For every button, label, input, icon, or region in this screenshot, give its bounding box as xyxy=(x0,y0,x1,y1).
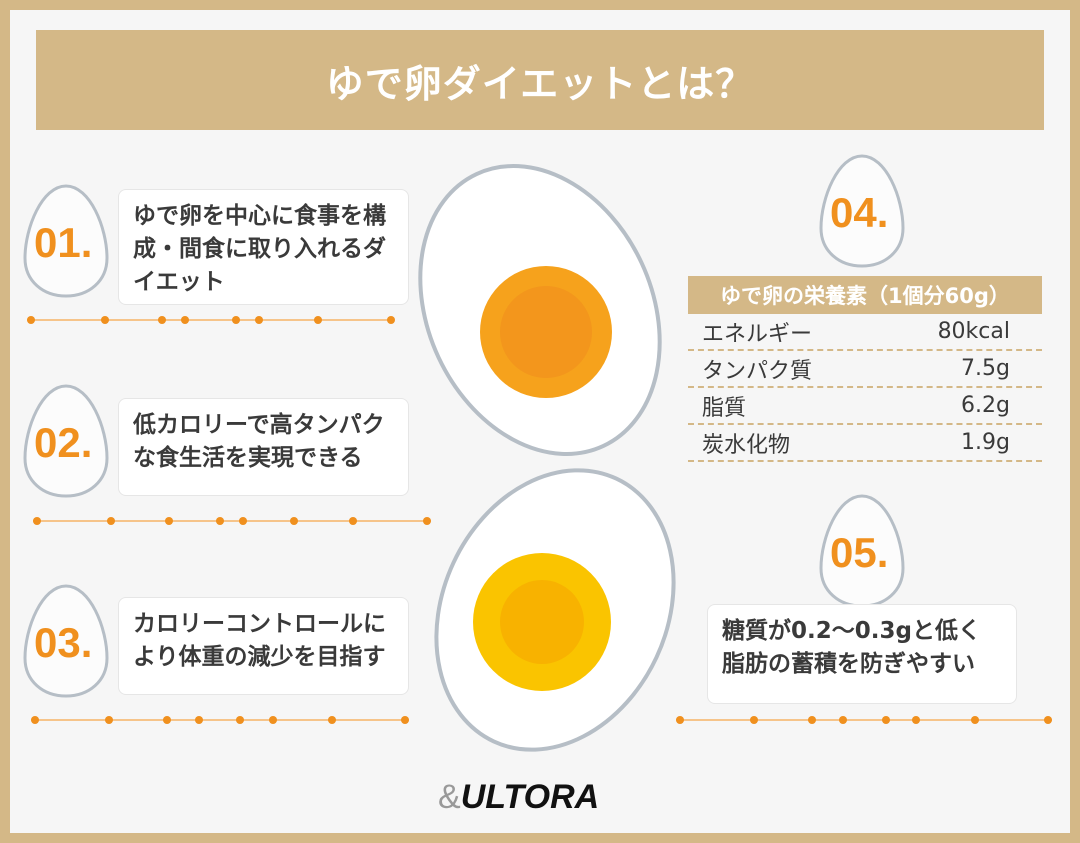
nutrition-table: ゆで卵の栄養素（1個分60g） エネルギー 80kcal タンパク質 7.5g 脂質… xyxy=(688,276,1042,462)
logo-text: ULTORA xyxy=(460,778,600,816)
nutrient-value: 80kcal xyxy=(937,319,1010,344)
nutrition-row: エネルギー 80kcal xyxy=(688,314,1042,351)
point-card: 低カロリーで高タンパクな食生活を実現できる xyxy=(118,398,409,496)
point-card: 糖質が0.2〜0.3gと低く脂肪の蓄積を防ぎやすい xyxy=(707,604,1017,704)
ultora-logo: &ULTORA xyxy=(438,778,599,817)
point-number: 05. xyxy=(830,529,889,576)
nutrient-value: 7.5g xyxy=(961,356,1010,381)
nutrient-value: 1.9g xyxy=(961,430,1010,455)
nutrition-row: タンパク質 7.5g xyxy=(688,351,1042,388)
dotted-divider xyxy=(33,516,431,526)
nutrition-row: 炭水化物 1.9g xyxy=(688,425,1042,462)
nutrient-name: タンパク質 xyxy=(702,358,813,384)
nutrition-row: 脂質 6.2g xyxy=(688,388,1042,425)
nutrient-name: エネルギー xyxy=(702,321,813,347)
nutrient-name: 脂質 xyxy=(702,395,747,421)
egg-outline-icon xyxy=(23,384,109,498)
point-card: カロリーコントロールにより体重の減少を目指す xyxy=(118,597,409,695)
dotted-divider xyxy=(676,715,1052,725)
boiled-egg-illustration xyxy=(418,164,676,752)
nutrient-name: 炭水化物 xyxy=(702,432,791,458)
point-number: 04. xyxy=(830,189,889,236)
point-number: 01. xyxy=(34,219,93,266)
nutrition-header: ゆで卵の栄養素（1個分60g） xyxy=(688,276,1042,314)
page-title: ゆで卵ダイエットとは？ xyxy=(36,30,1044,130)
egg-outline-icon xyxy=(23,184,109,298)
nutrient-value: 6.2g xyxy=(961,393,1010,418)
logo-ampersand: & xyxy=(438,778,461,816)
egg-outline-icon xyxy=(819,154,905,268)
dotted-divider xyxy=(31,715,409,725)
egg-outline-icon xyxy=(23,584,109,698)
point-card: ゆで卵を中心に食事を構成・間食に取り入れるダイエット xyxy=(118,189,409,305)
point-number: 03. xyxy=(34,619,93,666)
point-number: 02. xyxy=(34,419,93,466)
dotted-divider xyxy=(27,315,395,325)
